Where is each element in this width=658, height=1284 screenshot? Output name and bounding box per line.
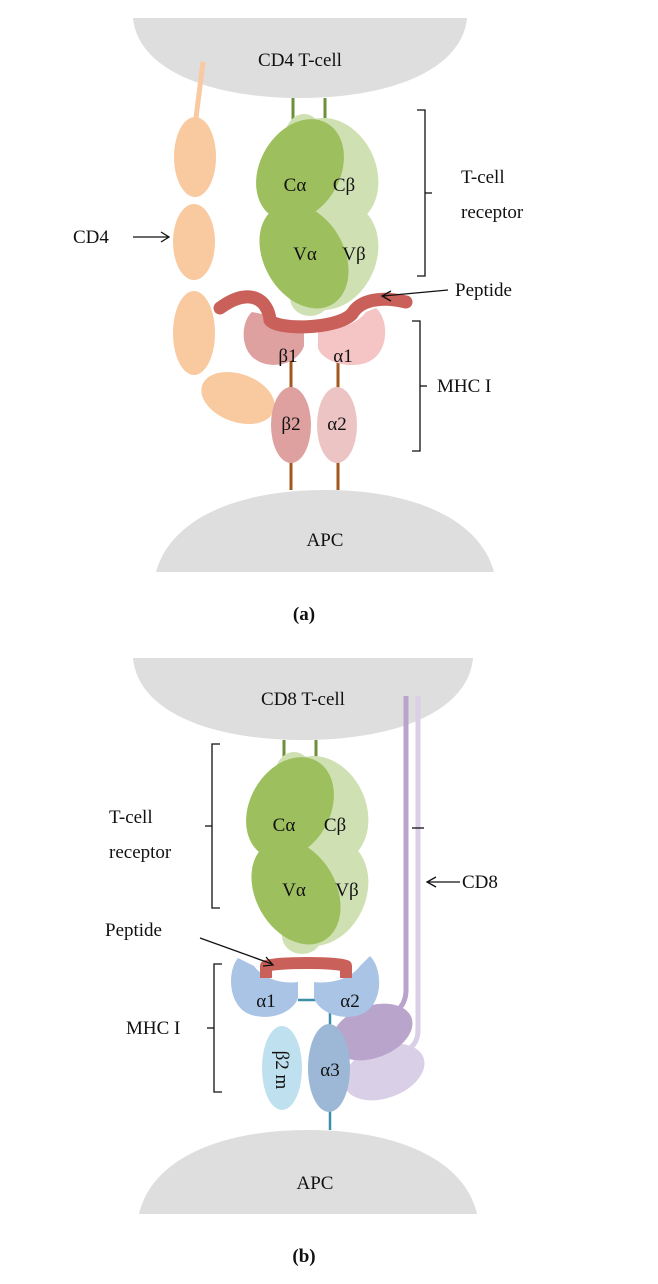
apc-body-a <box>156 490 494 572</box>
peptide-arrow-head-a <box>380 290 392 302</box>
tcr-label-line1-b: T-cell <box>109 807 153 828</box>
mhc-bracket-b <box>213 963 222 1093</box>
c-alpha-label-a: Cα <box>284 175 307 196</box>
alpha1-label-b: α1 <box>256 991 275 1012</box>
c-beta-label-a: Cβ <box>333 175 355 196</box>
cd4-d3-domain <box>173 204 215 280</box>
beta1-label-a: β1 <box>278 346 297 367</box>
c-beta-label-b: Cβ <box>324 815 346 836</box>
panel-a: CD4 T-cell APC Cα Cβ Vα Vβ CD4 <box>73 18 524 625</box>
alpha3-domain-b <box>308 1024 350 1112</box>
tcr-label-line2-a: receptor <box>461 202 524 223</box>
alpha1-domain-b <box>231 958 298 1017</box>
peptide-arrow-a <box>382 289 449 297</box>
cd8-arrow-head <box>425 876 437 888</box>
peptide-arrow-b <box>199 937 273 965</box>
c-alpha-domain-b <box>246 757 334 859</box>
cd4-d2-domain <box>173 291 215 375</box>
cd4-d1-domain <box>201 371 275 425</box>
alpha2-label-a: α2 <box>327 414 346 435</box>
peptide-b <box>260 957 352 978</box>
peptide-arrow-head-b <box>262 956 275 967</box>
cd4-tail <box>193 61 206 119</box>
beta2m-domain-b <box>262 1026 302 1110</box>
panel-b: CD8 T-cell APC Cα Cβ Vα Vβ <box>105 658 498 1267</box>
apc-label-a: APC <box>307 530 344 551</box>
apc-body-b <box>139 1130 477 1214</box>
cd4-arrow-head <box>160 231 171 243</box>
alpha3-label-b: α3 <box>320 1060 339 1081</box>
cd8-label: CD8 <box>462 872 498 893</box>
beta2m-label-b: β2 m <box>271 1051 292 1090</box>
mhc-bracket-a <box>412 320 421 452</box>
beta1-domain-a <box>243 312 304 365</box>
c-alpha-label-b: Cα <box>273 815 296 836</box>
c-alpha-domain-a <box>256 119 344 221</box>
beta2-domain-a <box>271 387 311 463</box>
alpha2-domain-b <box>314 956 380 1017</box>
v-beta-label-a: Vβ <box>342 244 365 265</box>
cd8-alpha-domain <box>331 1003 413 1061</box>
alpha2-domain-a <box>317 387 357 463</box>
tcr-label-line2-b: receptor <box>109 842 172 863</box>
beta2-label-a: β2 <box>281 414 300 435</box>
alpha1-domain-a <box>318 308 386 366</box>
peptide-label-b: Peptide <box>105 920 162 941</box>
alpha1-label-a: α1 <box>333 346 352 367</box>
panel-b-label: (b) <box>292 1246 315 1267</box>
mhc-label-a: MHC I <box>437 376 491 397</box>
tcr-bracket-a <box>417 109 426 277</box>
mhc-label-b: MHC I <box>126 1018 180 1039</box>
cd4-label: CD4 <box>73 227 109 248</box>
tcr-label-line1-a: T-cell <box>461 167 505 188</box>
cd4-t-cell-body <box>133 18 467 98</box>
apc-label-b: APC <box>297 1173 334 1194</box>
panel-a-label: (a) <box>293 604 315 625</box>
top-cell-label: CD4 T-cell <box>258 50 342 71</box>
cd8-t-cell-body <box>133 658 473 740</box>
cd4-d4-domain <box>174 117 216 197</box>
peptide-a <box>213 290 413 334</box>
v-beta-label-b: Vβ <box>335 880 358 901</box>
top-cell-label-b: CD8 T-cell <box>261 689 345 710</box>
v-alpha-domain-b <box>251 839 341 945</box>
v-alpha-domain-a <box>259 203 349 309</box>
alpha2-label-b: α2 <box>340 991 359 1012</box>
v-alpha-label-b: Vα <box>282 880 306 901</box>
peptide-label-a: Peptide <box>455 280 512 301</box>
tcr-bracket-b <box>211 743 220 909</box>
v-alpha-label-a: Vα <box>293 244 317 265</box>
